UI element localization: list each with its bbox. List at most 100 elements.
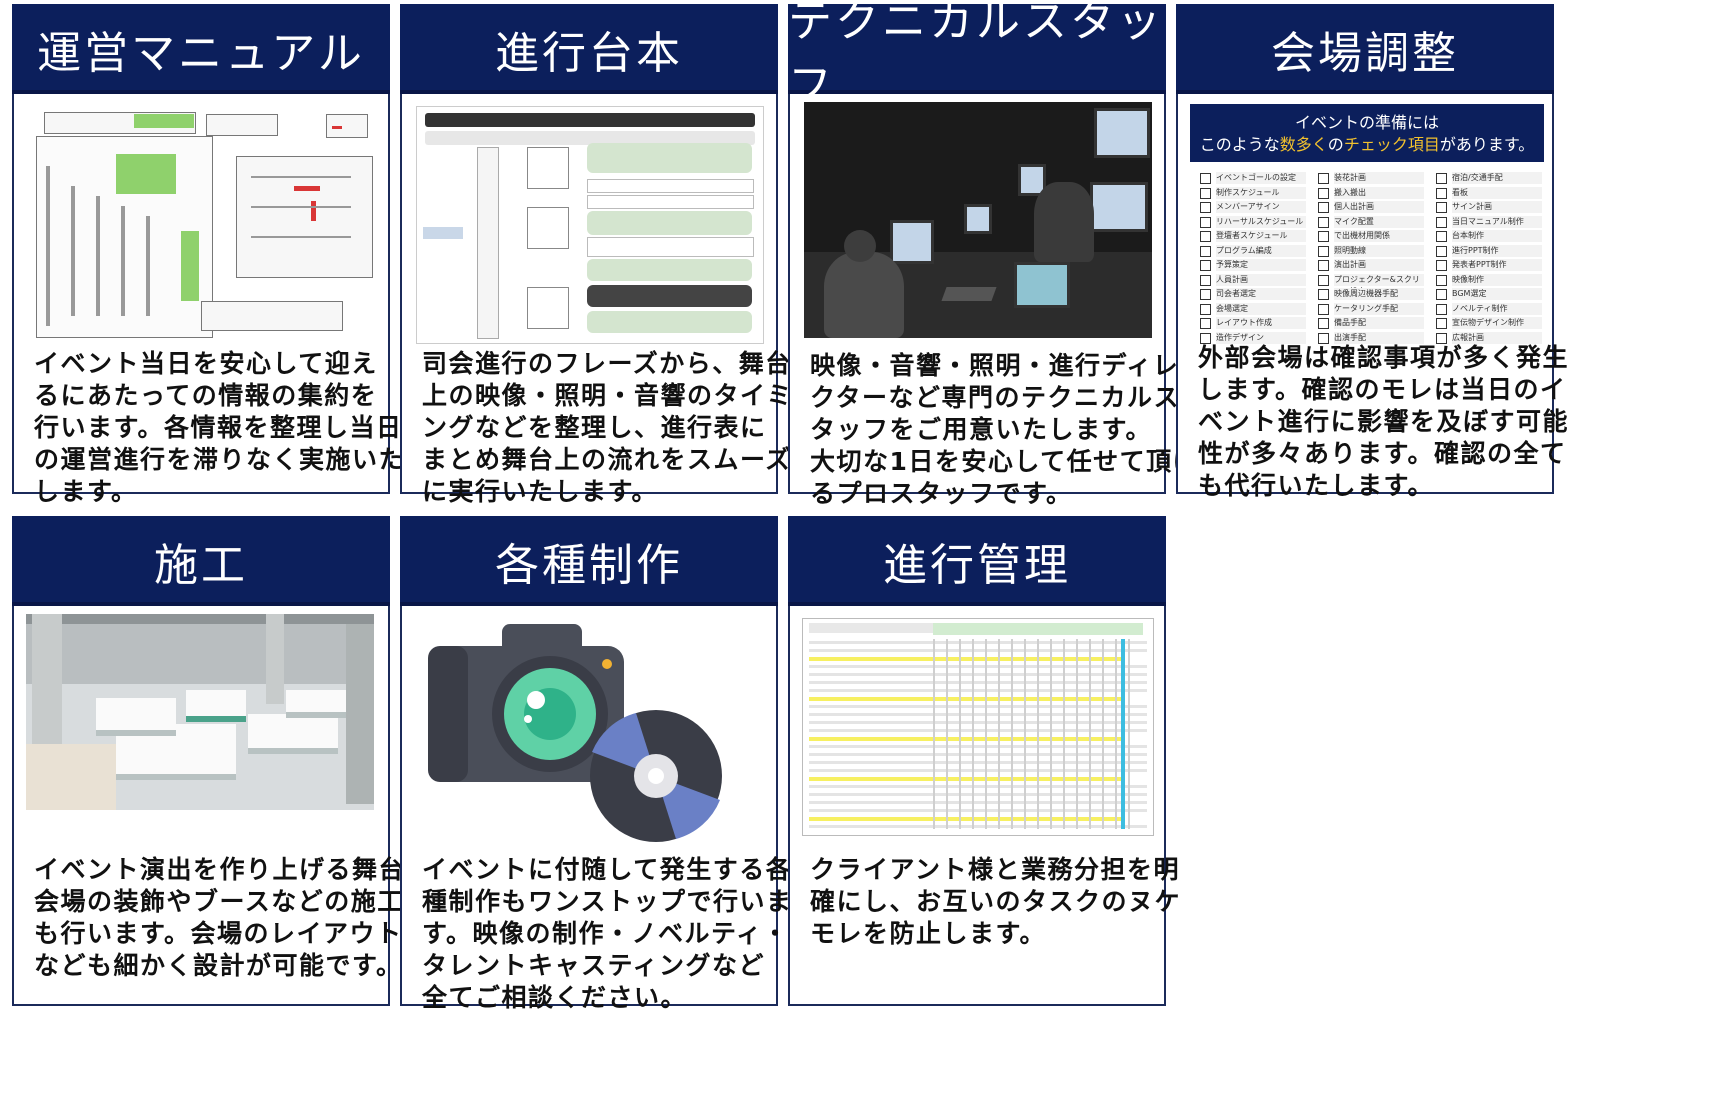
checkbox-icon [1200,216,1211,228]
checklist-item: 人員計画 [1200,273,1306,286]
checkbox-icon [1318,332,1329,344]
sheet-column [1089,639,1091,829]
sheet-row [809,729,1147,732]
checklist-item-label: レイアウト作成 [1216,318,1272,327]
checklist-item: 発表者PPT制作 [1436,259,1542,271]
construction-photo [26,614,374,810]
sheet-column [972,639,974,829]
sheet-row [809,665,1147,668]
service-card-manual: 運営マニュアル イベント当日を安心して迎え るにあたっての情報の集約を 行います… [12,4,404,506]
service-card-construction: 施工 イベント演出を作り上げる舞台 会場の装飾やブースなどの施工 も行います。会… [12,516,406,1006]
card-title: 会場調整 [1271,28,1459,79]
checklist-item: 台本制作 [1436,230,1542,242]
checkbox-icon [1200,318,1211,329]
sheet-row [809,697,1123,701]
sheet-row [809,745,1147,748]
sheet-column [1076,639,1078,829]
checklist-item-label: 制作スケジュール [1216,187,1280,197]
checkbox-icon [1436,260,1447,271]
checklist-item-label: 人員計画 [1216,274,1248,284]
checklist-item: 登壇者スケジュール [1200,230,1306,242]
floor-plan-image [26,106,378,356]
checklist-item: マイク配置 [1318,215,1424,228]
checklist-item-label: 予算策定 [1216,260,1248,269]
sheet-row [809,769,1147,772]
checkbox-icon [1436,202,1447,213]
checklist-item-label: 搬入搬出 [1334,187,1366,197]
checklist-item-label: 個人出計画 [1334,202,1374,211]
checklist-item-label: 造作デザイン [1216,332,1264,342]
service-card-script: 進行台本 司会進行のフレーズから、舞台 上の映像・照明・音響のタイミ ングなどを… [400,4,792,506]
checklist-item-label: ノベルティ制作 [1452,303,1508,313]
card-title-bar: 進行管理 [788,516,1166,606]
card-title-bar: 施工 [12,516,390,606]
card-description: 外部会場は確認事項が多く発生 します。確認のモレは当日のイ ベント進行に影響を及… [1198,343,1570,500]
card-title: 運営マニュアル [37,28,365,79]
checkbox-icon [1200,173,1211,184]
checklist-item-label: 映像制作 [1452,274,1484,284]
checkbox-icon [1436,187,1447,199]
sheet-column [1024,639,1026,829]
checklist-item: 司会者選定 [1200,288,1306,300]
checkbox-icon [1436,245,1447,257]
sheet-row [809,737,1123,741]
checklist-item-label: リハーサルスケジュール [1216,216,1304,226]
checklist-item-label: 宿泊/交通手配 [1452,173,1503,182]
service-card-technical-staff: テクニカルスタッフ 映像・音響・照明・進行ディレ クターなど専門のテクニカルス … [788,0,1198,508]
checklist-item: 制作スケジュール [1200,186,1306,199]
checklist-item-label: 発表者PPT制作 [1452,260,1507,269]
checklist-item: 看板 [1436,186,1542,199]
checklist-item-label: BGM選定 [1452,289,1487,298]
checklist-item-label: マイク配置 [1334,216,1374,226]
card-description: イベント演出を作り上げる舞台 会場の装飾やブースなどの施工 も行います。会場のレ… [34,855,406,980]
checklist-item: 当日マニュアル制作 [1436,215,1542,228]
card-title: テクニカルスタッフ [788,0,1164,111]
checklist-item-label: 登壇者スケジュール [1216,231,1288,240]
checklist-item: 映像周辺機器手配 [1318,288,1424,300]
checklist-item-label: メンバーアサイン [1216,202,1280,211]
checkbox-icon [1318,202,1329,213]
checklist-item: プロジェクター&スクリーン設定 [1318,273,1424,296]
checklist-item-label: サイン計画 [1452,202,1492,211]
checklist-item-label: 広報計画 [1452,332,1484,342]
sheet-column [946,639,948,829]
card-title-bar: 会場調整 [1176,4,1554,94]
checklist-item-label: 司会者選定 [1216,289,1256,298]
checkbox-icon [1318,274,1329,286]
checkbox-icon [1318,318,1329,329]
checkbox-icon [1318,216,1329,228]
sheet-column [1037,639,1039,829]
checklist-item-label: 備品手配 [1334,318,1366,327]
checklist-item-label: 装花計画 [1334,173,1366,182]
card-title: 各種制作 [495,540,683,591]
sheet-column [1063,639,1065,829]
checkbox-icon [1436,303,1447,315]
checkbox-icon [1318,289,1329,300]
sheet-row [809,817,1123,821]
checklist-item: ケータリング手配 [1318,302,1424,315]
checklist-item-label: 映像周辺機器手配 [1334,289,1398,298]
card-title-bar: 運営マニュアル [12,4,390,94]
sheet-row [809,689,1147,692]
checklist-banner: イベントの準備には このような数多くのチェック項目があります。 [1190,104,1544,162]
checklist-item-label: 宣伝物デザイン制作 [1452,318,1524,327]
checkbox-icon [1200,187,1211,199]
checklist-item: 宿泊/交通手配 [1436,172,1542,184]
checklist-item-label: 当日マニュアル制作 [1452,216,1524,226]
sheet-row [809,713,1147,716]
card-title: 進行台本 [495,28,683,79]
service-card-progress-management: 進行管理 クライアント様と業務分担を明 確にし、お互いのタスクのヌケ モレを防止… [788,516,1180,1006]
camera-disc-illustration [422,616,742,852]
checklist-item-label: 演出計画 [1334,260,1366,269]
checklist-item: リハーサルスケジュール [1200,215,1306,228]
checklist-item: レイアウト作成 [1200,317,1306,329]
card-description: 司会進行のフレーズから、舞台 上の映像・照明・音響のタイミ ングなどを整理し、進… [422,349,794,506]
checkbox-icon [1318,231,1329,242]
schedule-spreadsheet-image [802,618,1154,836]
checklist-item-label: イベントゴールの設定 [1216,173,1296,182]
checkbox-icon [1318,245,1329,257]
checklist-item: 演出計画 [1318,259,1424,271]
checklist-item: 広報計画 [1436,331,1542,344]
checklist-item-label: 会場選定 [1216,303,1248,313]
checkbox-icon [1200,260,1211,271]
